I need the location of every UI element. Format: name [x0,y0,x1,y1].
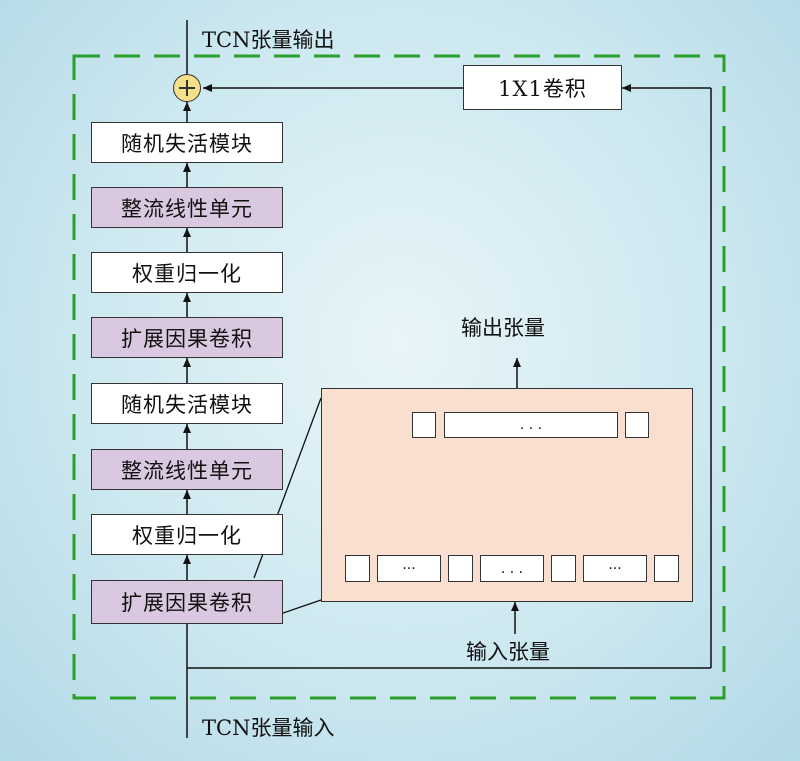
input-cell-3 [551,555,576,582]
output-cell-ellipsis: . . . [444,412,618,438]
dropout-box-bottom: 随机失活模块 [91,383,283,424]
tcn-input-label: TCN张量输入 [202,716,335,740]
input-cell-ellipsis-1: ··· [377,555,441,582]
input-cell-2 [448,555,473,582]
output-cell-first [412,412,436,438]
relu-box-top: 整流线性单元 [91,187,283,228]
inner-input-label: 输入张量 [466,640,550,664]
input-cell-4 [654,555,679,582]
input-cell-ellipsis-2: . . . [480,555,544,582]
dilated-causal-conv-box-top: 扩展因果卷积 [91,317,283,358]
input-cell-ellipsis-3: ··· [583,555,647,582]
weight-norm-box-top: 权重归一化 [91,252,283,293]
residual-block-border [72,54,726,700]
weight-norm-box-bottom: 权重归一化 [91,514,283,555]
adder-icon [173,74,201,102]
conv1x1-box: 1X1卷积 [463,65,622,110]
tcn-output-label: TCN张量输出 [202,28,335,52]
input-cell-1 [345,555,370,582]
output-cell-last [625,412,649,438]
dropout-box-top: 随机失活模块 [91,122,283,163]
inner-output-label: 输出张量 [461,316,545,340]
relu-box-bottom: 整流线性单元 [91,449,283,490]
dilated-causal-conv-box-bottom: 扩展因果卷积 [91,580,283,624]
